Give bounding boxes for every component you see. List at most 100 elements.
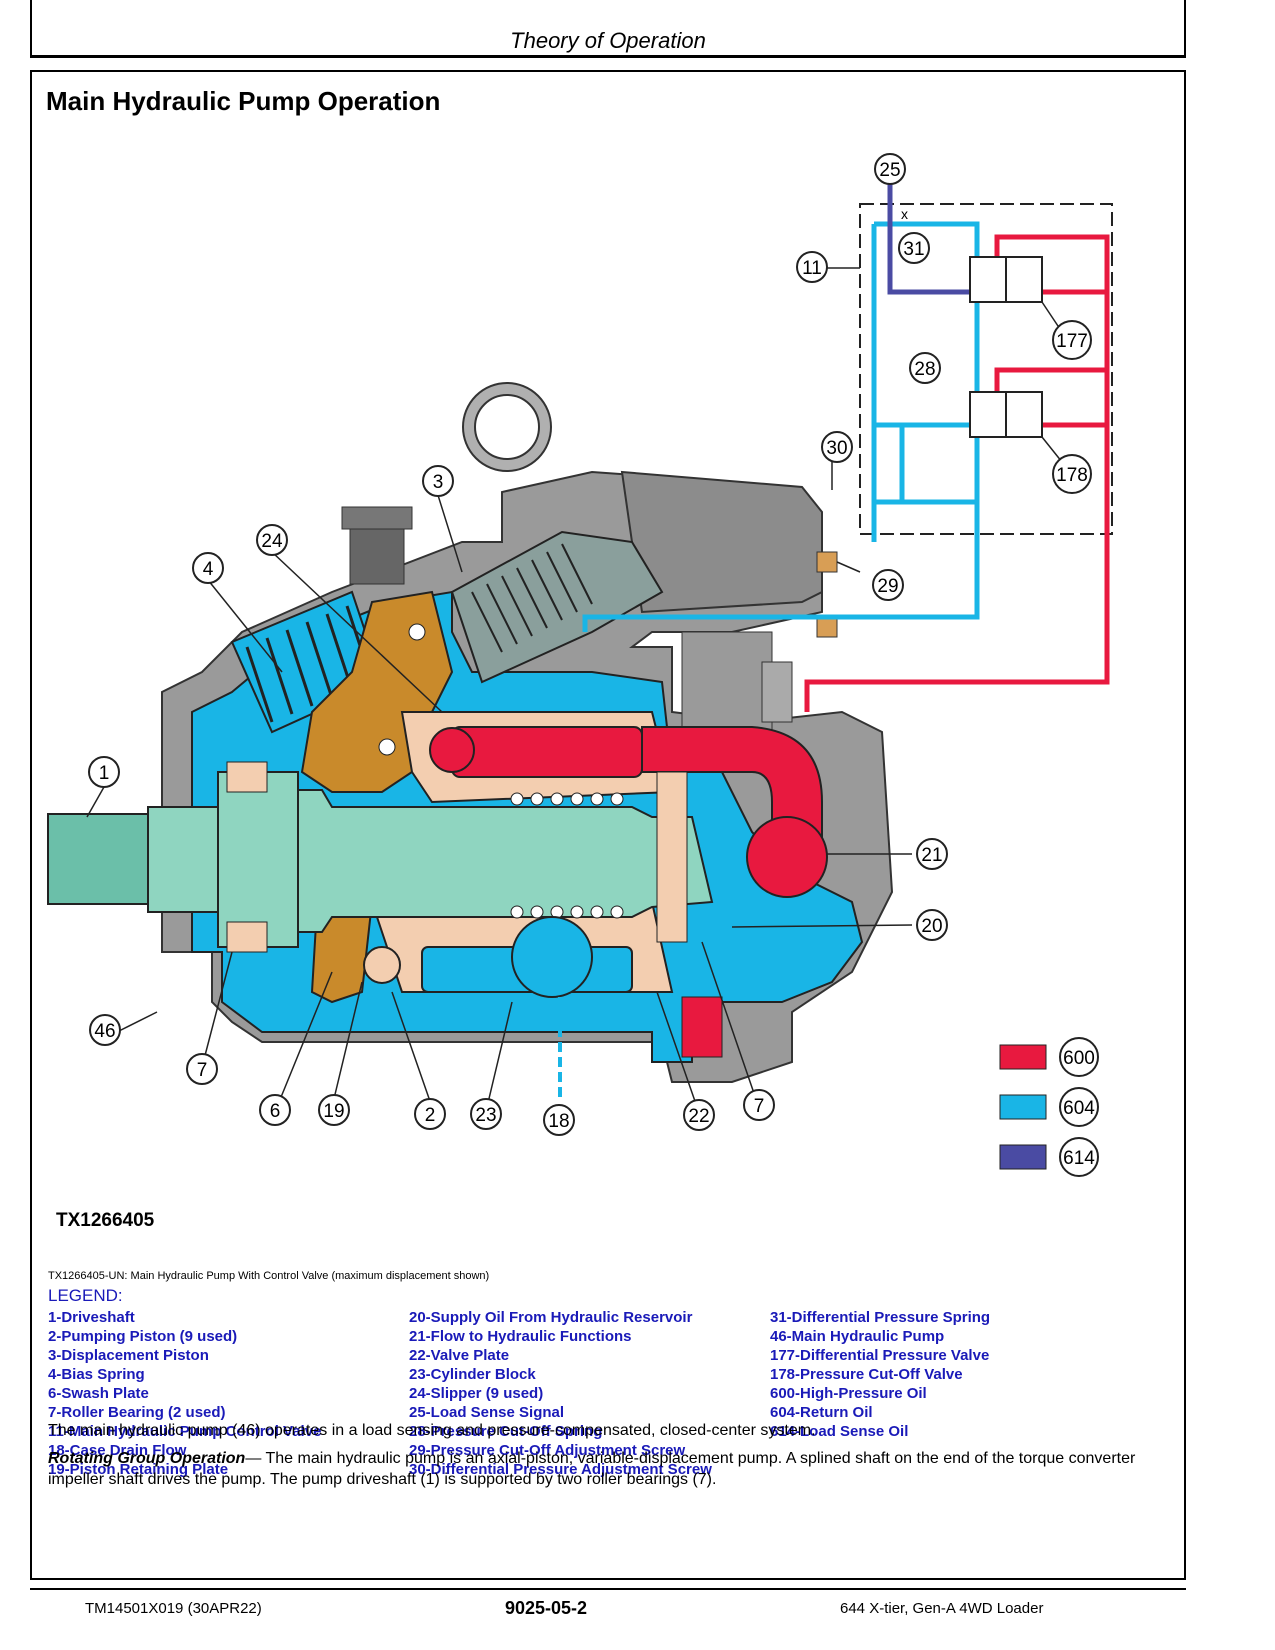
paragraph-2: Rotating Group Operation— The main hydra… (48, 1448, 1173, 1490)
legend-item: 29-Pressure Cut-Off Adjustment Screw (409, 1442, 686, 1459)
callout-circle (470, 1098, 502, 1130)
legend-item: 31-Differential Pressure Spring (770, 1309, 991, 1326)
footer-left: TM14501X019 (30APR22) (85, 1600, 262, 1617)
legend-item: 4-Bias Spring (48, 1366, 145, 1383)
figure-id: TX1266405 (56, 1210, 155, 1231)
callout-circle (821, 431, 853, 463)
color-key-circle (1059, 1137, 1099, 1177)
content-box: Main Hydraulic Pump Operation (30, 70, 1186, 1580)
footer-page-number: 9025-05-2 (505, 1598, 588, 1618)
callout-label: 46 (94, 1021, 115, 1042)
load-sense-line (887, 172, 972, 295)
callout-label: 4 (203, 559, 214, 580)
callout-circle (916, 909, 948, 941)
legend-item: 21-Flow to Hydraulic Functions (409, 1328, 632, 1345)
callout-leaders (86, 267, 1063, 1108)
callout-label: 6 (270, 1101, 281, 1122)
legend-item: 6-Swash Plate (48, 1385, 149, 1402)
color-key-circle (1059, 1087, 1099, 1127)
paragraph-2-body: — The main hydraulic pump is an axial-pi… (48, 1450, 1136, 1488)
callout-label: 177 (1056, 331, 1088, 352)
legend-item: 3-Displacement Piston (48, 1347, 209, 1364)
callout-label: 7 (197, 1060, 208, 1081)
callout-label: 23 (475, 1105, 496, 1126)
legend-item: 23-Cylinder Block (409, 1366, 536, 1383)
driveshaft (47, 761, 714, 953)
callout-circle (259, 1094, 291, 1126)
paragraph-1: The main hydraulic pump (46) operates in… (48, 1422, 816, 1439)
callout-circle (1052, 320, 1092, 360)
callout-circle (743, 1089, 775, 1121)
valve-plate-fitting (681, 996, 723, 1058)
callout-circle (88, 756, 120, 788)
callout-circle (683, 1099, 715, 1131)
footer-right: 644 X-tier, Gen-A 4WD Loader (840, 1600, 1044, 1617)
callout-label: 19 (323, 1101, 344, 1122)
callout-label: 2 (425, 1105, 436, 1126)
callout-circle (186, 1053, 218, 1085)
callout-label: 31 (903, 239, 924, 260)
callout-circle (318, 1094, 350, 1126)
legend-item: 22-Valve Plate (409, 1347, 510, 1364)
legend-column-3: 31-Differential Pressure Spring 46-Main H… (770, 1308, 990, 1441)
legend-item: 11-Main Hydraulic Pump Control Valve (48, 1423, 322, 1440)
pumping-piston-lower (363, 916, 633, 998)
callout-circle (874, 153, 906, 185)
legend-item: 28-Pressure Cut-Off Spring (409, 1423, 603, 1440)
color-key-label: 600 (1063, 1048, 1095, 1069)
paragraph-2-lead: Rotating Group Operation (48, 1450, 246, 1467)
color-swatch (999, 1094, 1047, 1120)
callout-label: 22 (688, 1106, 709, 1127)
callout-label: 21 (921, 845, 942, 866)
callout-label: 25 (879, 160, 900, 181)
callout-label: 30 (826, 438, 847, 459)
legend-item: 46-Main Hydraulic Pump (770, 1328, 945, 1345)
header-box: Theory of Operation (30, 0, 1186, 58)
x-mark: x (901, 206, 908, 222)
legend-item: 7-Roller Bearing (2 used) (48, 1404, 226, 1421)
callout-label: 24 (261, 531, 283, 552)
legend-item: 20-Supply Oil From Hydraulic Reservoir (409, 1309, 693, 1326)
callout-circle (543, 1104, 575, 1136)
section-title: Theory of Operation (510, 28, 706, 53)
callout-label: 3 (433, 472, 444, 493)
color-key-circle (1059, 1037, 1099, 1077)
callout-label: 28 (914, 359, 935, 380)
color-key-label: 614 (1063, 1148, 1095, 1169)
legend-item: 24-Slipper (9 used) (409, 1385, 544, 1402)
legend-item: 178-Pressure Cut-Off Valve (770, 1366, 963, 1383)
callout-circle (256, 524, 288, 556)
callout-circle (796, 251, 828, 283)
callout-circle (1052, 454, 1092, 494)
callout-label: 29 (877, 576, 898, 597)
legend-item: 177-Differential Pressure Valve (770, 1347, 990, 1364)
legend-item: 2-Pumping Piston (9 used) (48, 1328, 238, 1345)
control-valve-box: x (582, 172, 1113, 712)
legend-item: 19-Piston Retaining Plate (48, 1461, 229, 1478)
callout-circle (192, 552, 224, 584)
color-swatch (999, 1044, 1047, 1070)
legend-item: 604-Return Oil (770, 1404, 873, 1421)
callout-circle (89, 1014, 121, 1046)
legend-item: 30-Differential Pressure Adjustment Scre… (409, 1461, 712, 1478)
callout-circle (422, 465, 454, 497)
callout-circle (916, 838, 948, 870)
figure-caption: TX1266405-UN: Main Hydraulic Pump With C… (48, 1270, 490, 1282)
legend-column-2: 20-Supply Oil From Hydraulic Reservoir 21… (409, 1308, 712, 1479)
callout-circle (898, 232, 930, 264)
footer-rule (30, 1588, 1186, 1590)
page-title: Main Hydraulic Pump Operation (46, 86, 441, 116)
callout-label: 18 (548, 1111, 569, 1132)
color-swatch (999, 1144, 1047, 1170)
legend-heading: LEGEND: (48, 1286, 123, 1305)
legend-item: 600-High-Pressure Oil (770, 1385, 927, 1402)
callout-label: 11 (802, 258, 822, 279)
legend-item: 614-Load Sense Oil (770, 1423, 909, 1440)
callout-circle (414, 1098, 446, 1130)
callout-circle (872, 569, 904, 601)
callout-label: 20 (921, 916, 942, 937)
high-pressure-path (429, 726, 828, 898)
